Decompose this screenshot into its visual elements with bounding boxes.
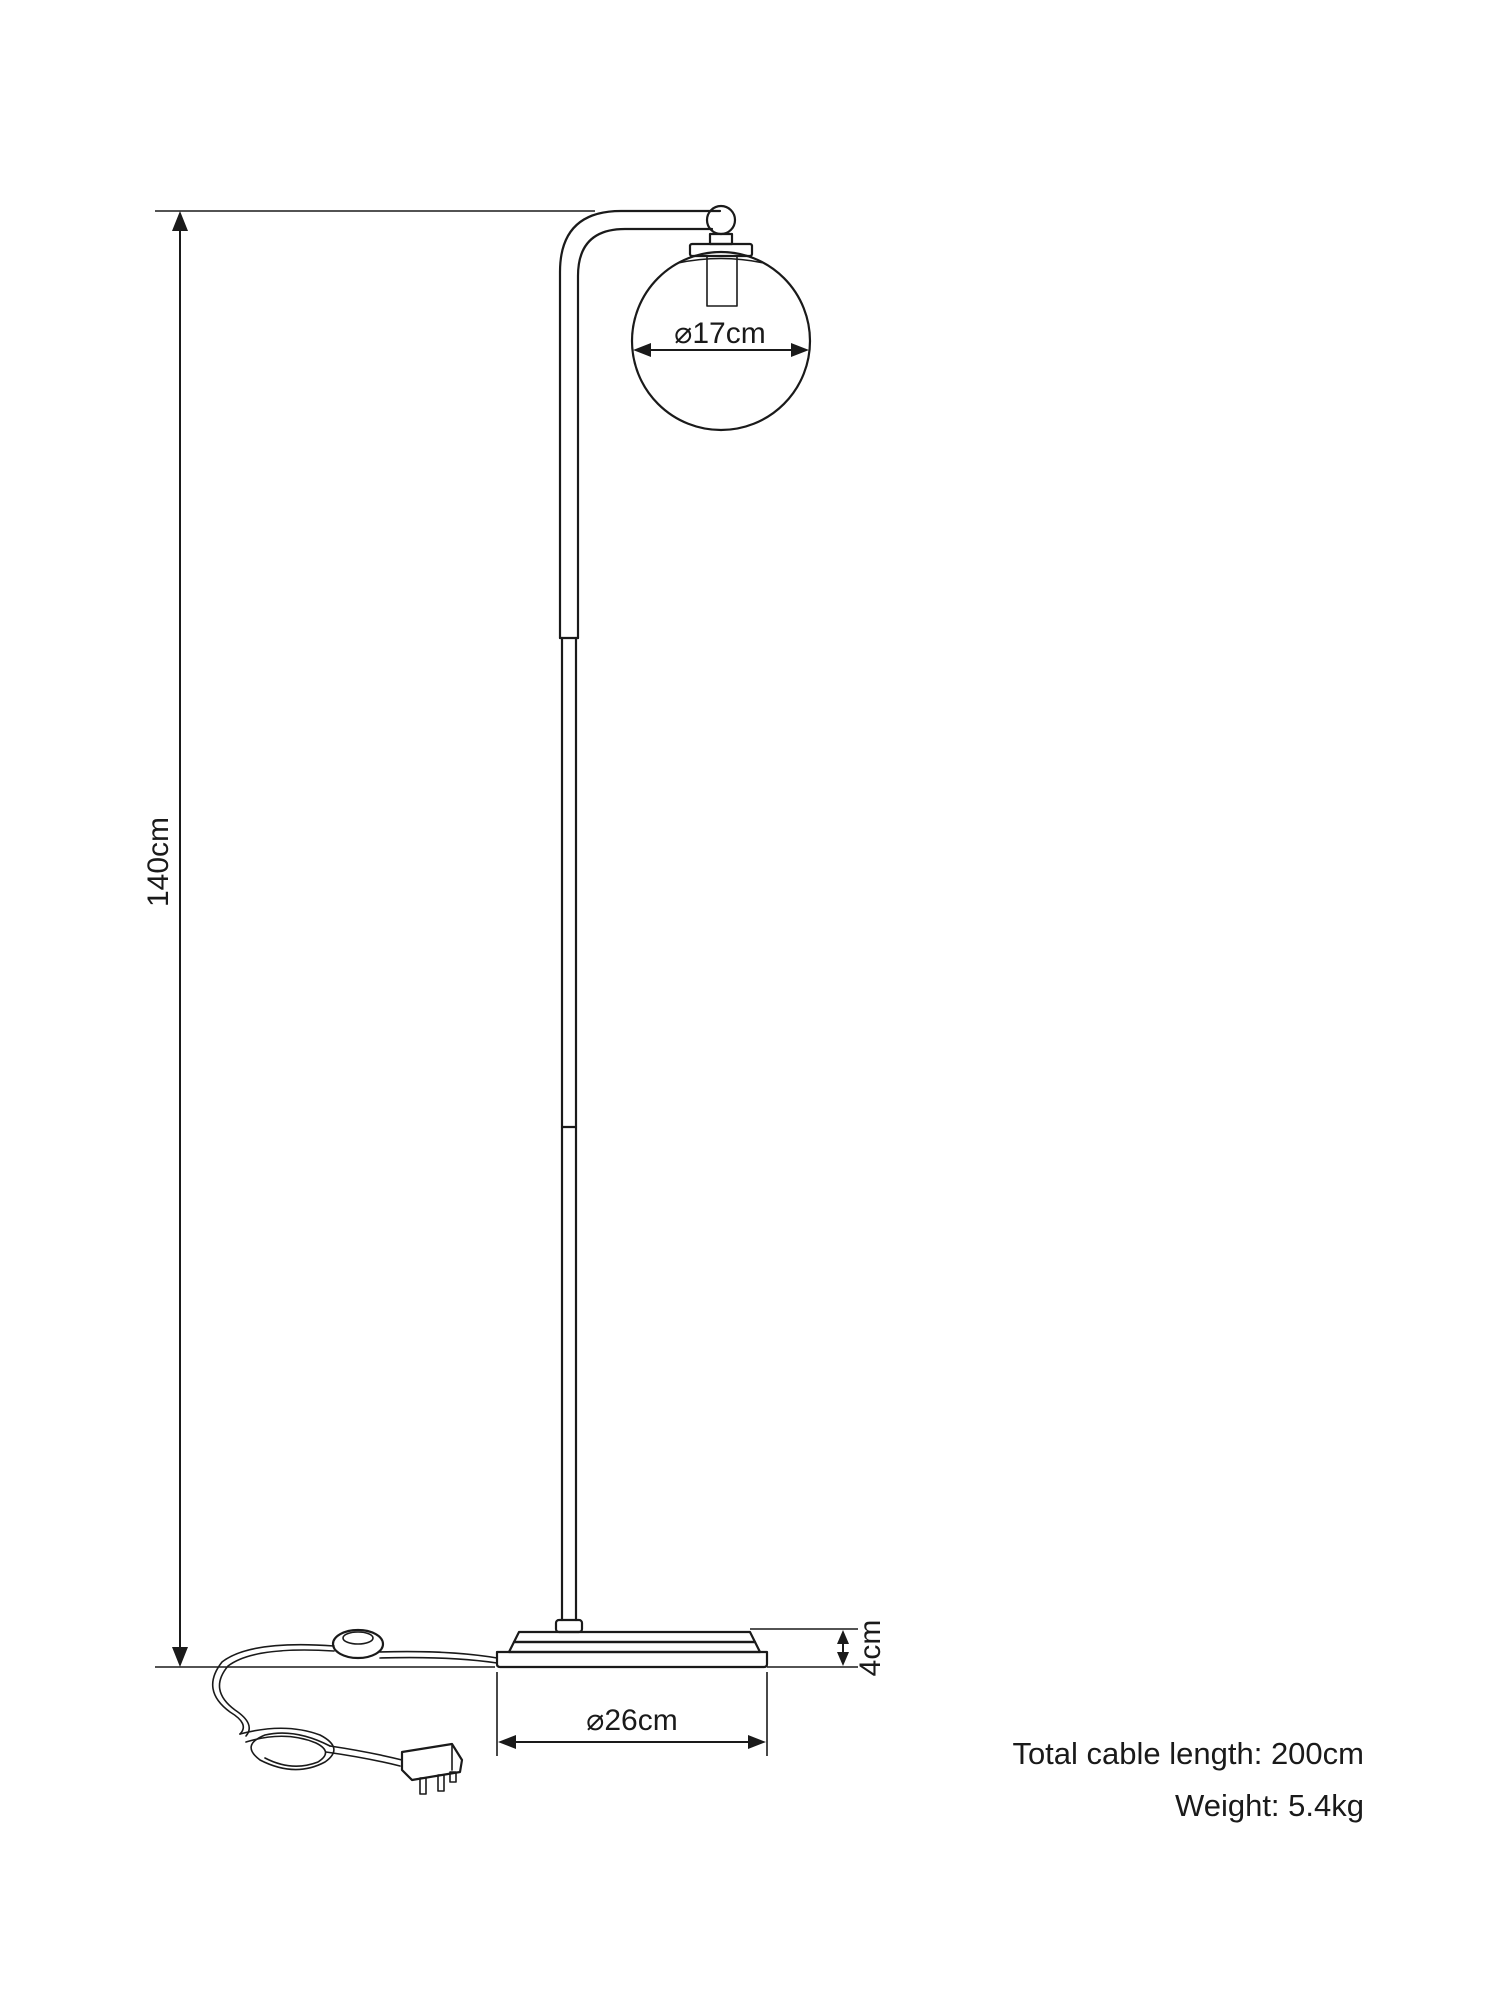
bulb-holder [706, 255, 738, 307]
cable-coil-inner [245, 1735, 327, 1767]
height-arrow-top [172, 211, 188, 231]
stem-outer-edge [558, 209, 722, 640]
shade-diameter-label: ⌀17cm [674, 317, 765, 350]
base-top-tier [512, 1630, 757, 1644]
cable-segment-base-inner [379, 1656, 498, 1664]
cable-segment-base [379, 1650, 498, 1659]
height-dimension: 140cm [142, 210, 595, 1668]
shade-arrow-right [791, 343, 809, 357]
stem-collar [554, 1618, 584, 1634]
head-connector [708, 232, 734, 246]
finial-ball [705, 204, 737, 236]
shade-diameter-dimension: ⌀17cm [633, 317, 809, 357]
base-middle-tier [507, 1640, 762, 1654]
power-cable [211, 1628, 498, 1795]
base-plate [495, 1650, 769, 1669]
base-height-label: 4cm [854, 1620, 887, 1677]
base-arrow-right [748, 1735, 766, 1749]
base-diameter-dimension: ⌀26cm [496, 1672, 768, 1756]
base-height-arrow-top [837, 1630, 849, 1644]
lamp-head [630, 204, 812, 432]
shade-arrow-left [633, 343, 651, 357]
base-height-dimension: 4cm [750, 1620, 887, 1677]
cable-coil [239, 1727, 335, 1771]
base-diameter-label: ⌀26cm [586, 1704, 677, 1737]
cable-length-spec: Total cable length: 200cm [1012, 1736, 1364, 1771]
plug-pin-middle [437, 1774, 445, 1792]
cable-to-plug [329, 1745, 403, 1761]
foot-switch-button [342, 1631, 374, 1645]
base-height-arrow-bottom [837, 1652, 849, 1666]
globe-shade [630, 250, 812, 432]
shade-gallery [677, 257, 765, 264]
lamp-stem [554, 209, 722, 1634]
lamp-base [495, 1630, 769, 1669]
cable-to-plug-inner [325, 1751, 401, 1767]
plug-pin-left [419, 1777, 427, 1795]
weight-spec: Weight: 5.4kg [1175, 1788, 1364, 1823]
plug-body [400, 1742, 464, 1782]
plug-pin-right [449, 1771, 457, 1783]
foot-switch [331, 1628, 385, 1660]
height-arrow-bottom [172, 1647, 188, 1667]
base-arrow-left [498, 1735, 516, 1749]
cable-loop-outer [211, 1643, 335, 1735]
height-label: 140cm [142, 817, 175, 907]
cable-loop-inner [218, 1649, 335, 1737]
stem-inner-edge [576, 227, 714, 640]
